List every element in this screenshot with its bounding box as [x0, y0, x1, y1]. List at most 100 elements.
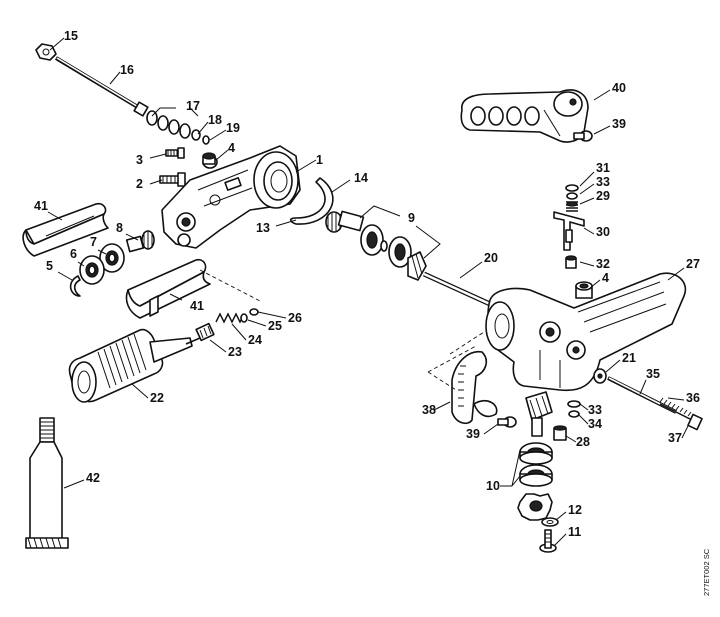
- part-nut-21: [593, 368, 607, 384]
- part-shaft-assembly-9: [325, 210, 427, 281]
- part-screw-3: [165, 147, 185, 159]
- leader-line-c22: [131, 383, 149, 399]
- callout-number: 39: [612, 117, 626, 131]
- part-ring-33-lower: [567, 400, 581, 408]
- callout-number: 4: [602, 271, 609, 285]
- callout-number: 31: [596, 161, 610, 175]
- part-grease-tube-42: [25, 417, 69, 549]
- leader-line-c33b: [579, 403, 589, 411]
- part-handle-40: [460, 89, 589, 143]
- leader-line-c41b: [169, 293, 183, 301]
- callout-number: 20: [484, 251, 498, 265]
- leader-line-c16: [109, 71, 121, 85]
- callout-c42: 42: [63, 471, 100, 489]
- callout-number: 8: [116, 221, 123, 235]
- leader-line-c15: [49, 37, 65, 51]
- callout-c41b: 41: [169, 293, 204, 313]
- part-clamp-tube-22: [68, 328, 193, 403]
- callout-number: 21: [622, 351, 636, 365]
- callout-number: 17: [186, 99, 200, 113]
- leader-line-c24: [231, 323, 247, 341]
- callout-c22: 22: [131, 383, 164, 405]
- leader-line-c39a: [593, 125, 611, 135]
- callout-c30: 30: [583, 225, 610, 239]
- callout-number: 26: [288, 311, 302, 325]
- leader-line-c12: [555, 511, 567, 521]
- part-long-bolt-16: [54, 56, 149, 117]
- callout-c4b: 4: [589, 271, 609, 289]
- callout-number: 29: [596, 189, 610, 203]
- callout-number: 34: [588, 417, 602, 431]
- leader-line-c32: [579, 261, 595, 267]
- leader-line-c33a: [579, 183, 595, 195]
- callout-c28: 28: [565, 435, 590, 449]
- callout-number: 30: [596, 225, 610, 239]
- callout-c2: 2: [136, 177, 163, 191]
- callout-number: 36: [686, 391, 700, 405]
- callout-c16: 16: [109, 63, 134, 85]
- callout-c21: 21: [605, 351, 636, 373]
- leader-line-c19: [209, 129, 227, 141]
- part-nut-15: [35, 43, 57, 61]
- callout-number: 3: [136, 153, 143, 167]
- callout-c7: 7: [90, 235, 107, 255]
- leader-line-c29: [579, 197, 595, 205]
- part-adjuster-23: [185, 322, 215, 345]
- callout-number: 25: [268, 319, 282, 333]
- callout-number: 19: [226, 121, 240, 135]
- part-shaft-8: [125, 230, 155, 253]
- callout-c19: 19: [209, 121, 240, 141]
- leader-line-c7: [97, 249, 107, 255]
- callout-number: 28: [576, 435, 590, 449]
- callout-c40: 40: [593, 81, 626, 101]
- callout-number: 22: [150, 391, 164, 405]
- part-ring-19: [202, 135, 210, 145]
- part-cover-41-upper: [22, 202, 109, 257]
- leader-line-c38: [433, 401, 451, 411]
- callout-c14: 14: [331, 171, 368, 193]
- callout-c20: 20: [459, 251, 498, 279]
- leader-line-c23: [209, 339, 227, 353]
- callout-number: 14: [354, 171, 368, 185]
- leader-line-c4b: [589, 279, 601, 289]
- callout-number: 24: [248, 333, 262, 347]
- part-drive-shaft-20: [422, 271, 492, 307]
- callout-c33a: 33: [579, 175, 610, 195]
- leader-line-c41a: [47, 211, 63, 221]
- part-ring-33-upper: [566, 192, 578, 200]
- callout-number: 5: [46, 259, 53, 273]
- part-ring-26: [249, 308, 259, 316]
- part-circlip-5: [69, 275, 81, 297]
- leader-line-c25: [247, 319, 267, 327]
- leader-line-c20: [459, 261, 483, 279]
- callout-number: 18: [208, 113, 222, 127]
- leader-line-c11: [553, 533, 567, 547]
- callout-number: 11: [568, 525, 581, 539]
- leader-line-c2: [149, 179, 163, 185]
- leader-line-c1: [295, 159, 317, 173]
- part-bushing-32: [565, 255, 577, 269]
- leader-line-c40: [593, 89, 611, 101]
- callout-number: 41: [190, 299, 204, 313]
- callout-layer: 1234456789101112131415161718192021222324…: [34, 29, 700, 547]
- callout-number: 40: [612, 81, 626, 95]
- part-circlip-14: [289, 177, 334, 225]
- leader-line-c35: [639, 379, 647, 395]
- leader-line-c37: [681, 425, 689, 439]
- callout-number: 15: [64, 29, 78, 43]
- callout-c36: 36: [667, 391, 700, 405]
- callout-c41a: 41: [34, 199, 63, 221]
- callout-number: 23: [228, 345, 242, 359]
- callout-c5: 5: [46, 259, 73, 281]
- leader-line-c4a: [215, 149, 229, 161]
- callout-c38: 38: [422, 401, 451, 417]
- part-nut-37: [687, 413, 703, 431]
- part-bearing-6: [79, 255, 105, 285]
- callout-c3: 3: [136, 153, 167, 167]
- callout-c8: 8: [116, 221, 139, 241]
- callout-number: 33: [588, 403, 602, 417]
- part-washer-18: [191, 129, 201, 141]
- leader-line-c31: [579, 171, 595, 187]
- callout-c4a: 4: [215, 141, 235, 161]
- callout-c1: 1: [295, 153, 323, 173]
